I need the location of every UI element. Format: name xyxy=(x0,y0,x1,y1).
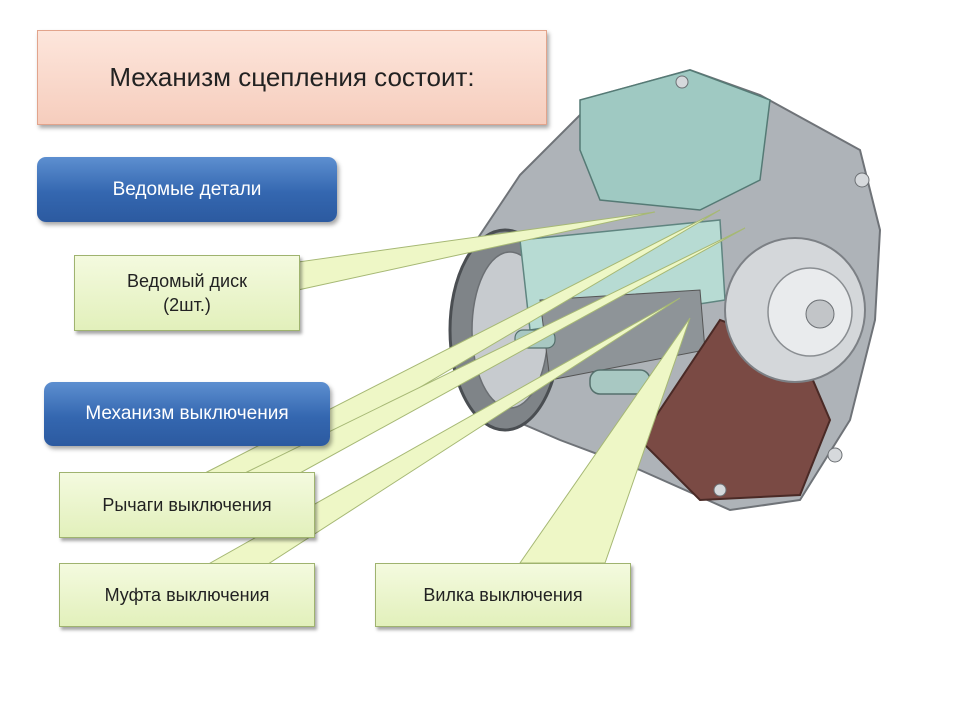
label-driven-disc: Ведомый диск (2шт.) xyxy=(74,255,300,331)
label-driven-disc-line1: Ведомый диск xyxy=(127,270,247,291)
label-driven-disc-line2: (2шт.) xyxy=(163,295,211,315)
label-release-levers: Рычаги выключения xyxy=(59,472,315,538)
group-header-driven-parts: Ведомые детали xyxy=(37,157,337,222)
label-release-fork: Вилка выключения xyxy=(375,563,631,627)
group-header-release-mechanism-label: Механизм выключения xyxy=(85,403,289,424)
callout-pointer-release-fork xyxy=(519,317,691,564)
slide-title: Механизм сцепления состоит: xyxy=(109,62,475,92)
label-release-levers-text: Рычаги выключения xyxy=(102,494,272,515)
label-release-sleeve: Муфта выключения xyxy=(59,563,315,627)
label-release-sleeve-text: Муфта выключения xyxy=(104,584,270,605)
label-release-fork-text: Вилка выключения xyxy=(423,584,583,605)
group-header-release-mechanism: Механизм выключения xyxy=(44,382,330,446)
group-header-driven-parts-label: Ведомые детали xyxy=(112,178,262,200)
title-box: Механизм сцепления состоит: xyxy=(37,30,547,125)
